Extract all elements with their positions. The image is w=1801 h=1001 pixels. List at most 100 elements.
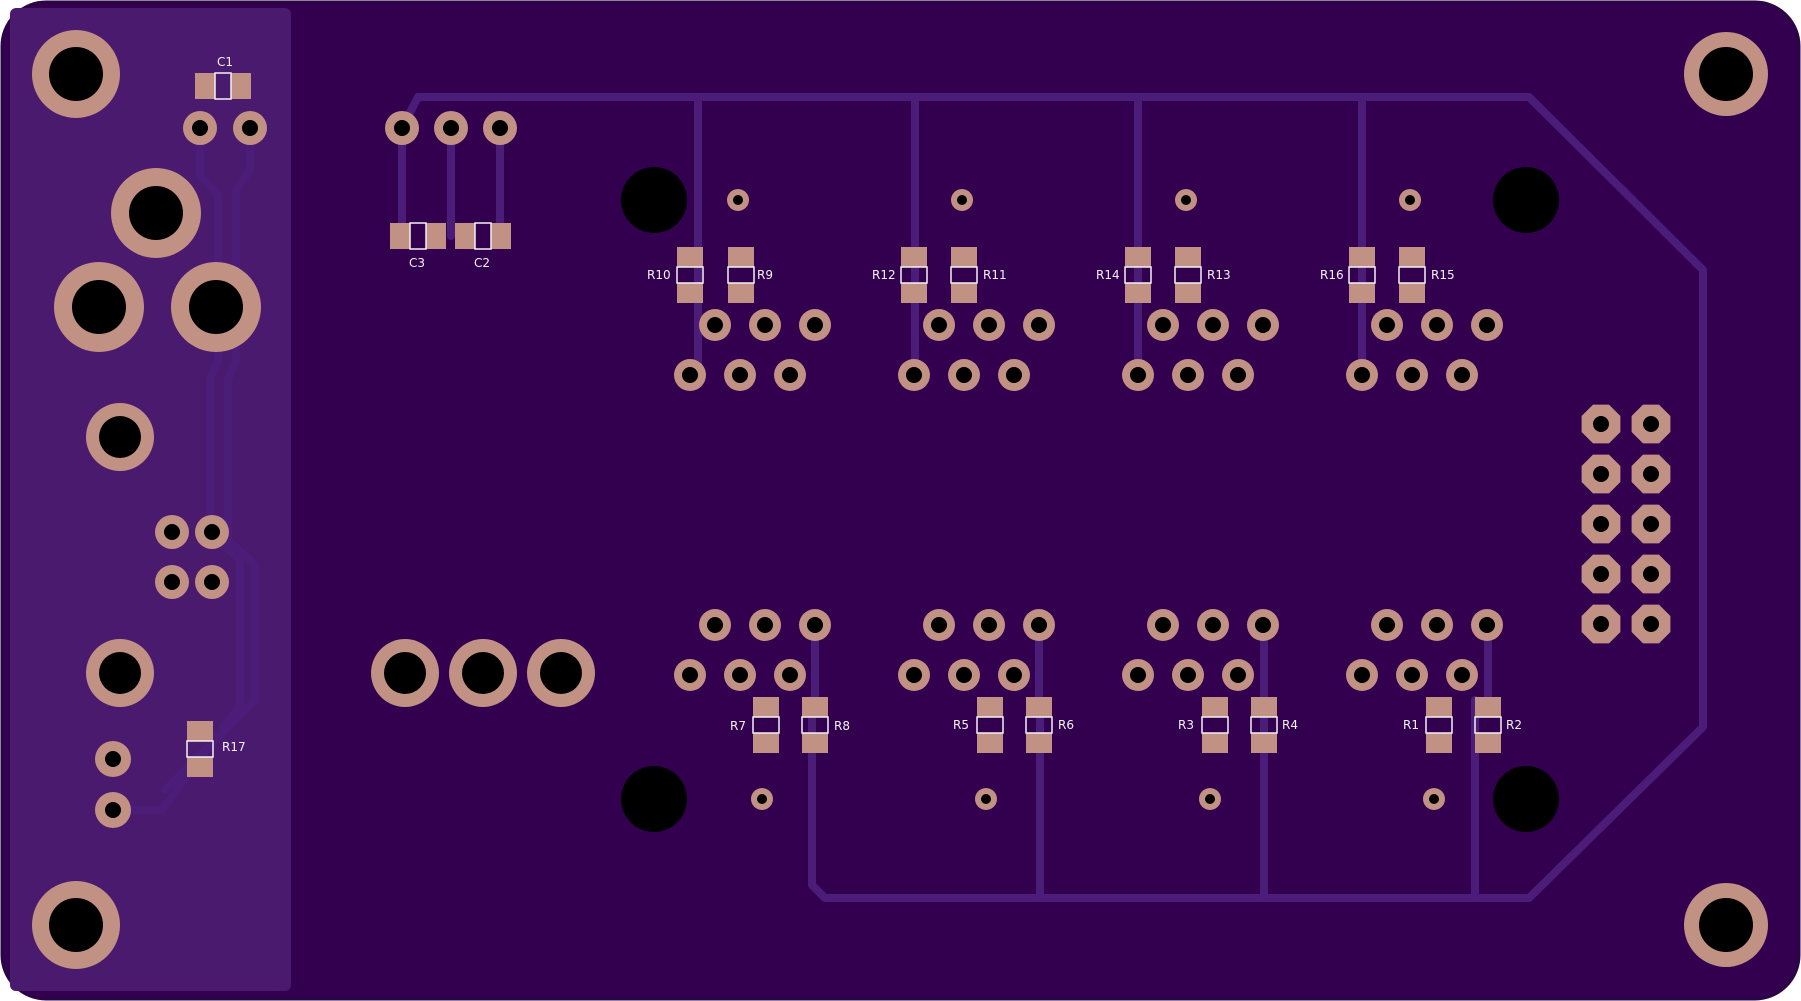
- through-hole-pad-drill: [204, 574, 220, 590]
- through-hole-pad-drill: [682, 367, 698, 383]
- smd-pad: [1426, 733, 1452, 753]
- smd-pad: [802, 733, 828, 753]
- label-r5: R5: [953, 718, 969, 732]
- smd-silk-body: [1474, 716, 1502, 734]
- mounting-hole-drill: [1699, 898, 1753, 952]
- through-hole-pad-drill: [981, 617, 997, 633]
- through-hole-pad-drill: [1429, 617, 1445, 633]
- through-hole-pads: [95, 111, 1503, 828]
- through-hole-pad-drill: [682, 667, 698, 683]
- smd-pad: [491, 223, 511, 249]
- mounting-hole-drill: [129, 186, 183, 240]
- smd-pad: [977, 733, 1003, 753]
- through-hole-pad-drill: [981, 317, 997, 333]
- smd-parts: [186, 72, 1502, 777]
- smd-silk-body: [950, 266, 978, 284]
- header-pin-drill: [1593, 516, 1609, 532]
- through-hole-pad-drill: [1404, 667, 1420, 683]
- header-pin-drill: [1643, 516, 1659, 532]
- through-hole-pad-drill: [931, 317, 947, 333]
- through-hole-pad-drill: [1006, 367, 1022, 383]
- through-hole-pad-drill: [1379, 317, 1395, 333]
- through-hole-pad-drill: [733, 195, 743, 205]
- header-pin-drill: [1643, 466, 1659, 482]
- smd-pad: [1125, 247, 1151, 267]
- smd-pad: [728, 247, 754, 267]
- through-hole-pad-drill: [443, 120, 459, 136]
- through-hole-pad-drill: [782, 667, 798, 683]
- through-hole-pad-drill: [164, 524, 180, 540]
- smd-silk-body: [214, 72, 232, 100]
- through-hole-pad-drill: [1354, 667, 1370, 683]
- smd-silk-body: [1174, 266, 1202, 284]
- label-r1: R1: [1403, 718, 1419, 732]
- silkscreen-labels: C1 C3 C2 R10 R9 R12 R11 R14 R13 R16 R15 …: [217, 55, 1522, 754]
- through-hole-pad-drill: [1454, 367, 1470, 383]
- through-hole-pad-drill: [1155, 617, 1171, 633]
- smd-pad: [1399, 247, 1425, 267]
- smd-pad: [1475, 697, 1501, 717]
- through-hole-pad-drill: [931, 617, 947, 633]
- label-c1: C1: [217, 55, 233, 69]
- smd-pad: [1175, 283, 1201, 303]
- smd-pad: [677, 247, 703, 267]
- label-r8: R8: [834, 719, 850, 733]
- smd-pad: [1202, 697, 1228, 717]
- through-hole-pad-drill: [1454, 667, 1470, 683]
- header-pin-drill: [1593, 566, 1609, 582]
- drill-hole: [1493, 167, 1559, 233]
- header-pin-drill: [1593, 416, 1609, 432]
- through-hole-pad-drill: [732, 667, 748, 683]
- smd-silk-body: [186, 740, 214, 758]
- mounting-hole-drill: [49, 47, 103, 101]
- smd-pad: [1251, 697, 1277, 717]
- smd-silk-body: [801, 716, 829, 734]
- smd-pad: [1475, 733, 1501, 753]
- smd-pad: [1349, 247, 1375, 267]
- header-pin-drill: [1643, 416, 1659, 432]
- label-c2: C2: [474, 256, 490, 270]
- mounting-hole-drill: [1699, 47, 1753, 101]
- through-hole-pad-drill: [807, 317, 823, 333]
- smd-silk-body: [1025, 716, 1053, 734]
- smd-silk-body: [1201, 716, 1229, 734]
- smd-pad: [1251, 733, 1277, 753]
- trace-left-b: [161, 124, 259, 794]
- through-hole-pad-drill: [1031, 317, 1047, 333]
- smd-pad: [1125, 283, 1151, 303]
- through-hole-pad-drill: [1429, 317, 1445, 333]
- smd-pad: [1175, 247, 1201, 267]
- through-hole-pad-drill: [492, 120, 508, 136]
- label-r6: R6: [1058, 718, 1074, 732]
- smd-pad: [426, 223, 446, 249]
- smd-pad: [1202, 733, 1228, 753]
- through-hole-pad-drill: [1479, 317, 1495, 333]
- header-pin-drill: [1643, 616, 1659, 632]
- smd-silk-body: [474, 222, 492, 250]
- smd-pad: [901, 247, 927, 267]
- smd-pad: [951, 247, 977, 267]
- smd-pad: [728, 283, 754, 303]
- label-r3: R3: [1178, 718, 1194, 732]
- smd-silk-body: [1348, 266, 1376, 284]
- through-hole-pad-drill: [1205, 617, 1221, 633]
- through-hole-pad-drill: [957, 195, 967, 205]
- through-hole-pad-drill: [204, 524, 220, 540]
- through-hole-pad-drill: [1230, 367, 1246, 383]
- smd-pad: [753, 733, 779, 753]
- through-hole-pad-drill: [757, 617, 773, 633]
- through-hole-pad-drill: [956, 367, 972, 383]
- smd-pad: [901, 283, 927, 303]
- through-hole-pad-drill: [1180, 367, 1196, 383]
- smd-silk-body: [727, 266, 755, 284]
- through-hole-pad-drill: [394, 120, 410, 136]
- through-hole-pad-drill: [732, 367, 748, 383]
- through-hole-pad-drill: [1155, 317, 1171, 333]
- label-r10: R10: [647, 268, 671, 282]
- through-hole-pad-drill: [1205, 794, 1215, 804]
- mounting-hole-drill: [72, 280, 126, 334]
- through-hole-pad-drill: [105, 802, 121, 818]
- through-hole-pad-drill: [1255, 617, 1271, 633]
- mounting-hole-drill: [189, 280, 243, 334]
- drill-holes: [621, 167, 1559, 832]
